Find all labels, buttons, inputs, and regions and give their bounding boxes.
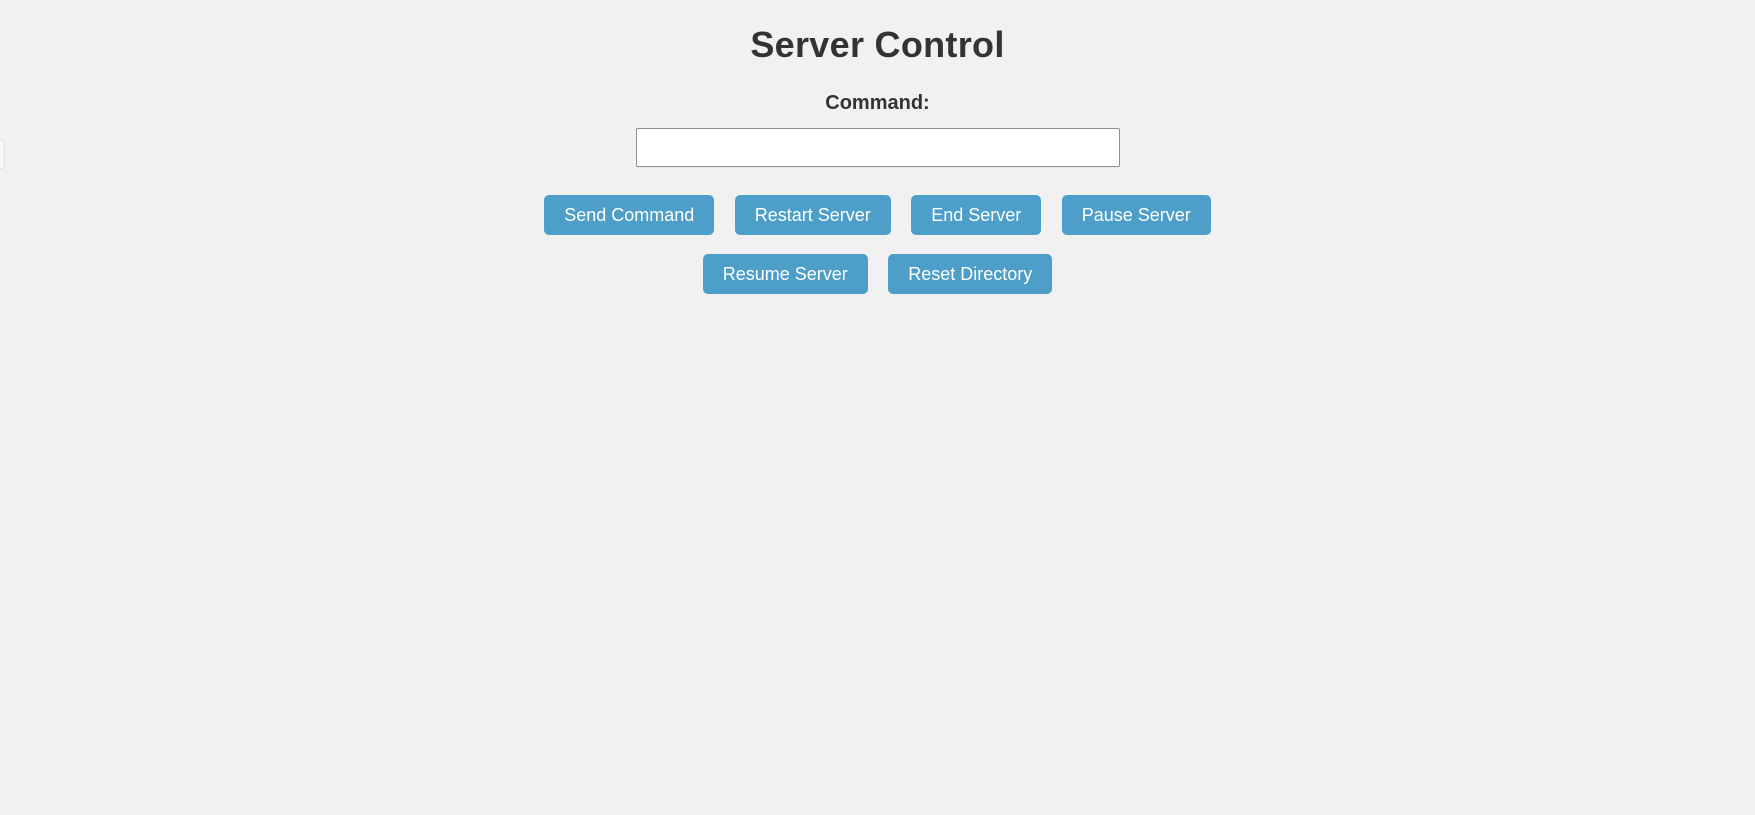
left-edge-handle[interactable] (0, 139, 5, 169)
command-input-row (0, 128, 1755, 168)
command-label: Command: (825, 92, 930, 115)
restart-server-button[interactable]: Restart Server (734, 195, 891, 236)
button-row-2: Resume Server Reset Directory (0, 254, 1755, 295)
resume-server-button[interactable]: Resume Server (702, 254, 868, 295)
page-title: Server Control (750, 24, 1005, 65)
send-command-button[interactable]: Send Command (544, 195, 715, 236)
server-control-page: Server Control Command: Send Command Res… (0, 0, 1755, 295)
button-row-1: Send Command Restart Server End Server P… (0, 195, 1755, 236)
end-server-button[interactable]: End Server (911, 195, 1042, 236)
command-input[interactable] (635, 128, 1120, 168)
reset-directory-button[interactable]: Reset Directory (888, 254, 1053, 295)
pause-server-button[interactable]: Pause Server (1061, 195, 1211, 236)
